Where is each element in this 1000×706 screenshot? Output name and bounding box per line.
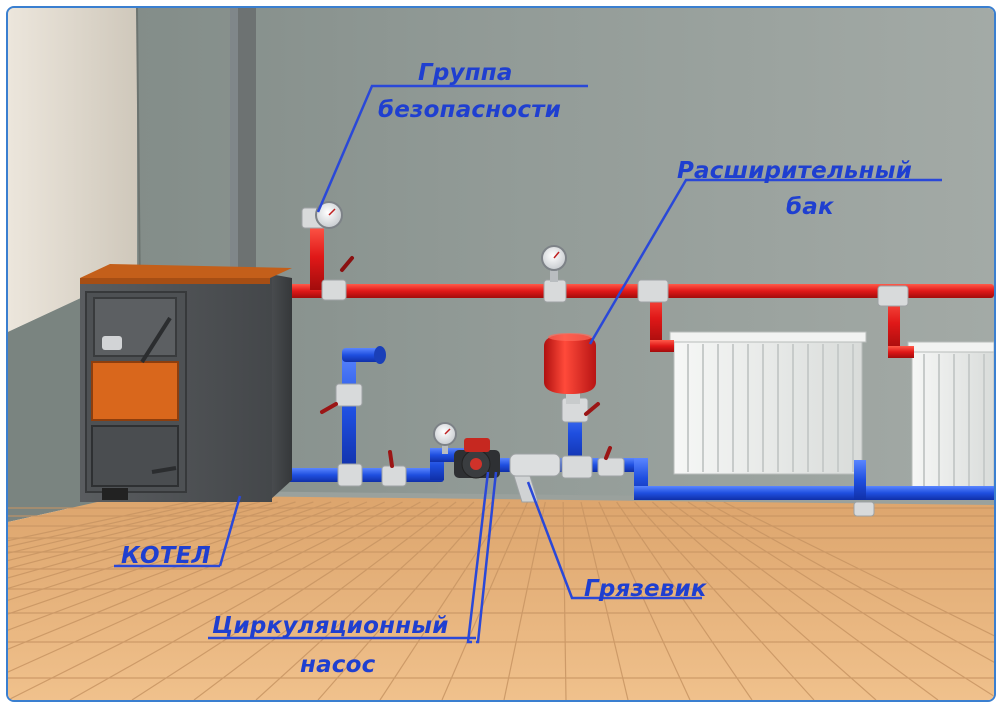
label-circulation-pump: Циркуляционный: [212, 613, 449, 639]
pressure-gauge-icon: [433, 422, 457, 454]
label-mud-trap-text: Грязевик: [584, 576, 707, 602]
floor: [8, 492, 994, 700]
label-circulation-pump-line2: насос: [300, 652, 376, 678]
boiler-icon: [80, 264, 292, 502]
pump-icon: [454, 438, 500, 479]
label-safety-group: Группа: [414, 60, 513, 86]
label-circulation-pump-2: насос: [300, 652, 375, 678]
floor-tiles: [8, 501, 994, 700]
label-mud-trap: Грязевик: [584, 576, 707, 602]
label-safety-group-2: безопасности: [378, 97, 561, 123]
expansion-tank-icon: [544, 333, 596, 404]
label-boiler-text: КОТЕЛ: [121, 543, 211, 569]
label-boiler: КОТЕЛ: [121, 543, 211, 569]
left-wall: [8, 8, 137, 332]
label-safety-group-line2: безопасности: [378, 97, 562, 123]
label-expansion-tank-line1: Расширительный: [677, 158, 913, 184]
pressure-gauge-icon: [541, 245, 567, 282]
pressure-gauge-icon: [315, 201, 343, 229]
radiator-icon: [907, 341, 994, 491]
leader-lines: [114, 84, 942, 644]
diagram-frame: Группа безопасности Расширительный бак К…: [6, 6, 996, 702]
heating-system-scene: [8, 8, 994, 700]
label-safety-group-line1: Группа: [418, 60, 513, 86]
label-circulation-pump-line1: Циркуляционный: [212, 613, 449, 639]
label-expansion-tank-2: бак: [786, 194, 834, 220]
label-expansion-tank: Расширительный: [677, 158, 912, 184]
supply-pipe: [188, 224, 994, 358]
radiator-icon: [669, 331, 867, 475]
label-expansion-tank-line2: бак: [786, 194, 834, 220]
